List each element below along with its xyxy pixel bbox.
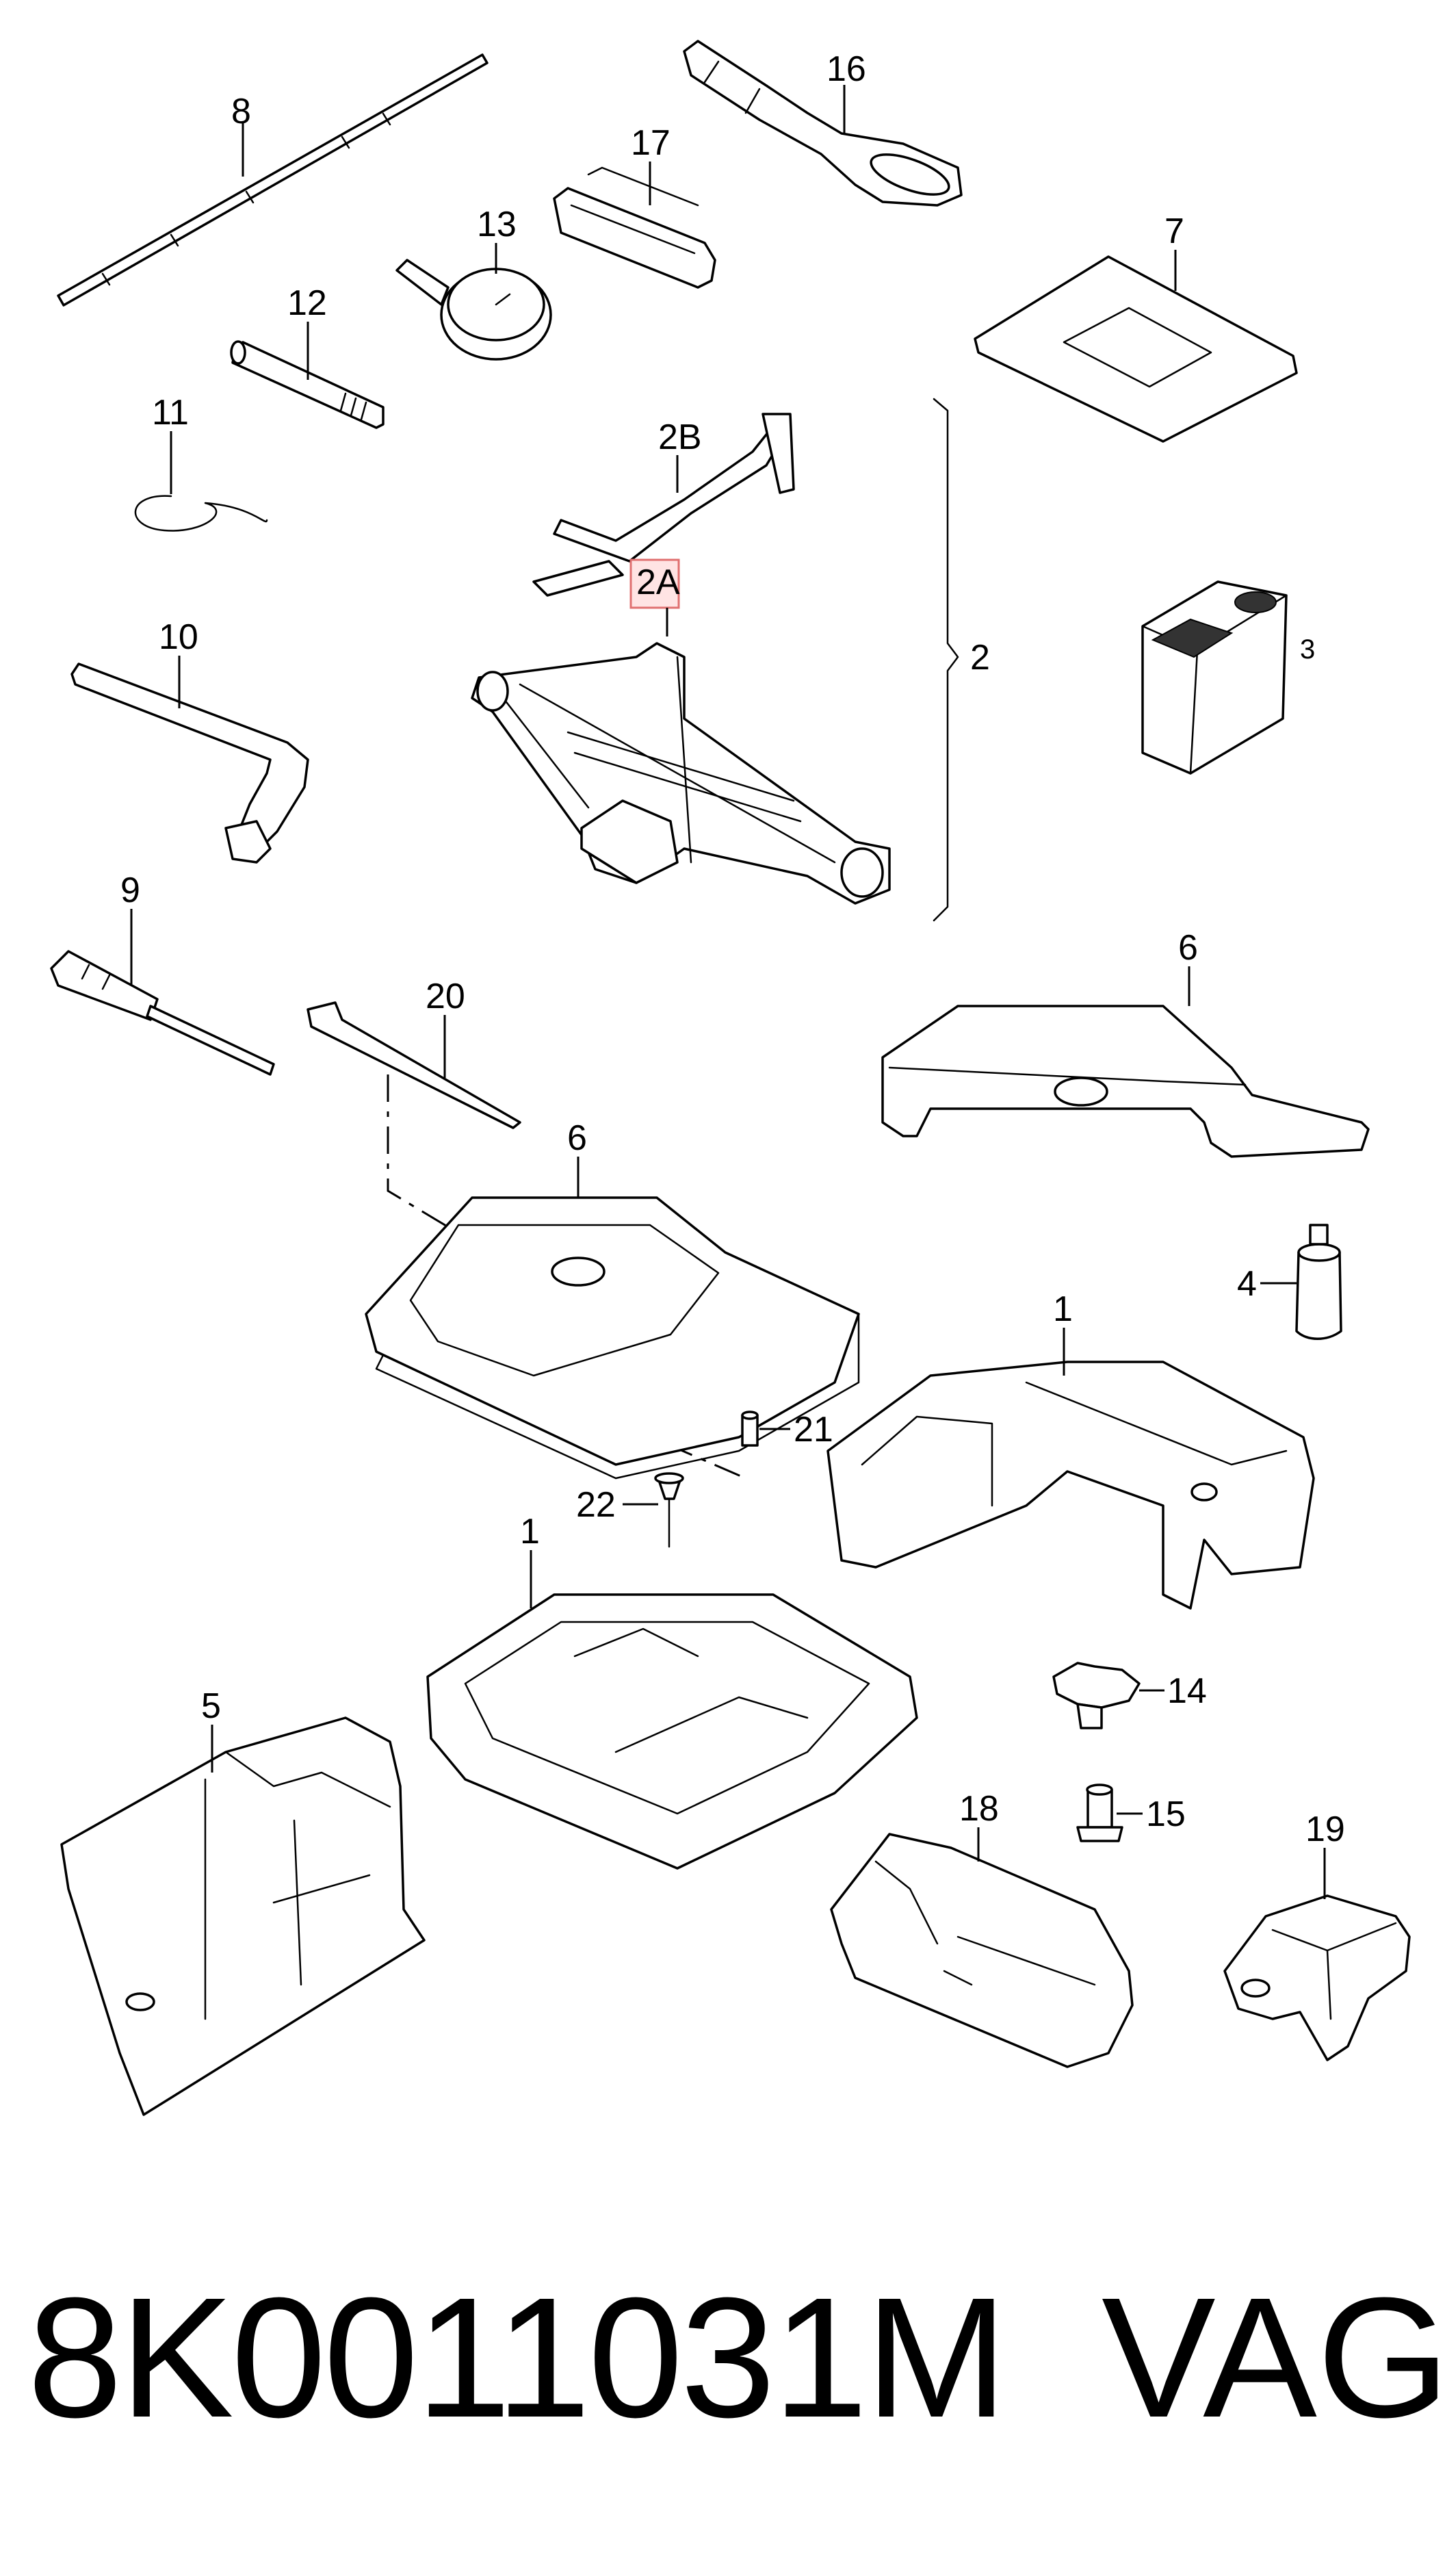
callout-15: 15 <box>1146 1794 1186 1834</box>
part-1-tray-right <box>826 1361 1315 1610</box>
part-6-foam-insert-right <box>881 1005 1370 1158</box>
part-7-mat <box>974 255 1298 443</box>
part-14-star-knob <box>1052 1662 1141 1729</box>
group-bracket-2 <box>933 398 959 922</box>
callout-6-upper: 6 <box>1178 928 1198 968</box>
callout-17: 17 <box>631 123 671 163</box>
part-3-compressor <box>1141 580 1288 775</box>
part-19-mount <box>1223 1894 1411 2061</box>
part-18-bracket <box>830 1833 1134 2068</box>
callout-8: 8 <box>231 92 251 131</box>
part-8-rod <box>57 53 489 307</box>
part-number: 8K0011031M <box>27 2262 1008 2453</box>
callout-5: 5 <box>201 1686 221 1726</box>
part-13-pressure-gauge <box>395 259 552 361</box>
callout-1-upper: 1 <box>1053 1289 1073 1329</box>
callout-19: 19 <box>1305 1809 1345 1849</box>
part-1-tray-center <box>426 1593 918 1870</box>
callout-16: 16 <box>826 49 866 89</box>
callout-13: 13 <box>477 205 517 244</box>
part-4-cylinder <box>1295 1224 1342 1340</box>
part-11-spring-clip <box>134 495 268 532</box>
part-2b-jack-handle <box>532 413 795 597</box>
callout-12: 12 <box>287 283 327 323</box>
part-2a-scissor-jack <box>471 642 891 905</box>
callout-2a-highlight <box>629 558 680 609</box>
callout-20: 20 <box>426 977 465 1016</box>
part-12-pin <box>230 340 385 429</box>
part-6-foam-insert-center <box>365 1196 860 1480</box>
callout-9: 9 <box>120 871 140 910</box>
callout-2a: 2A <box>636 563 680 602</box>
callout-6: 6 <box>567 1118 587 1158</box>
callout-11: 11 <box>152 393 189 433</box>
callout-10: 10 <box>159 617 198 657</box>
callout-21: 21 <box>794 1410 833 1450</box>
part-17-clip <box>553 166 716 289</box>
callout-3: 3 <box>1300 634 1315 665</box>
part-15-bolt <box>1076 1783 1123 1842</box>
callout-2: 2 <box>970 638 990 678</box>
callout-1-lower: 1 <box>520 1512 540 1551</box>
part-16-towing-eye <box>683 40 963 207</box>
callout-7: 7 <box>1164 211 1184 251</box>
part-10-wheel-wrench <box>70 662 309 864</box>
part-21-pin <box>741 1411 759 1447</box>
part-9-screwdriver <box>50 950 275 1076</box>
callout-4: 4 <box>1237 1264 1257 1304</box>
callout-22: 22 <box>576 1485 616 1525</box>
callout-18: 18 <box>959 1789 999 1829</box>
brand-name: VAG <box>1102 2262 1445 2453</box>
callout-14: 14 <box>1167 1671 1207 1711</box>
part-20-cable-tie <box>307 1001 521 1129</box>
part-5-side-holder <box>60 1716 426 2116</box>
callout-2b: 2B <box>658 417 702 457</box>
part-22-rivet <box>654 1472 684 1548</box>
